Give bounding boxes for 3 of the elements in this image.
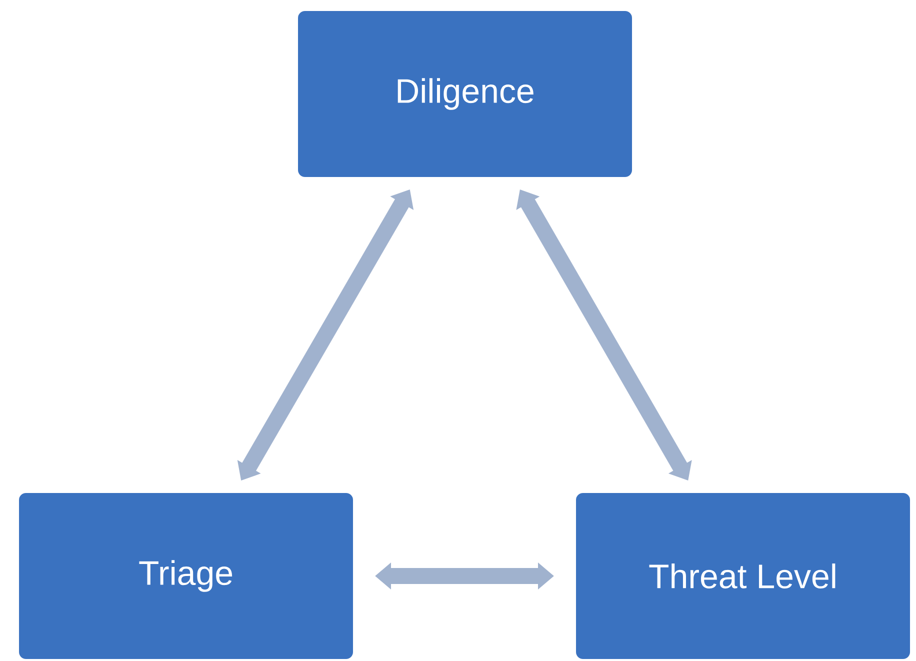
process-box: Diligence	[296, 9, 634, 179]
process-box: Threat Level	[574, 491, 912, 661]
process-box: Triage	[17, 491, 355, 661]
